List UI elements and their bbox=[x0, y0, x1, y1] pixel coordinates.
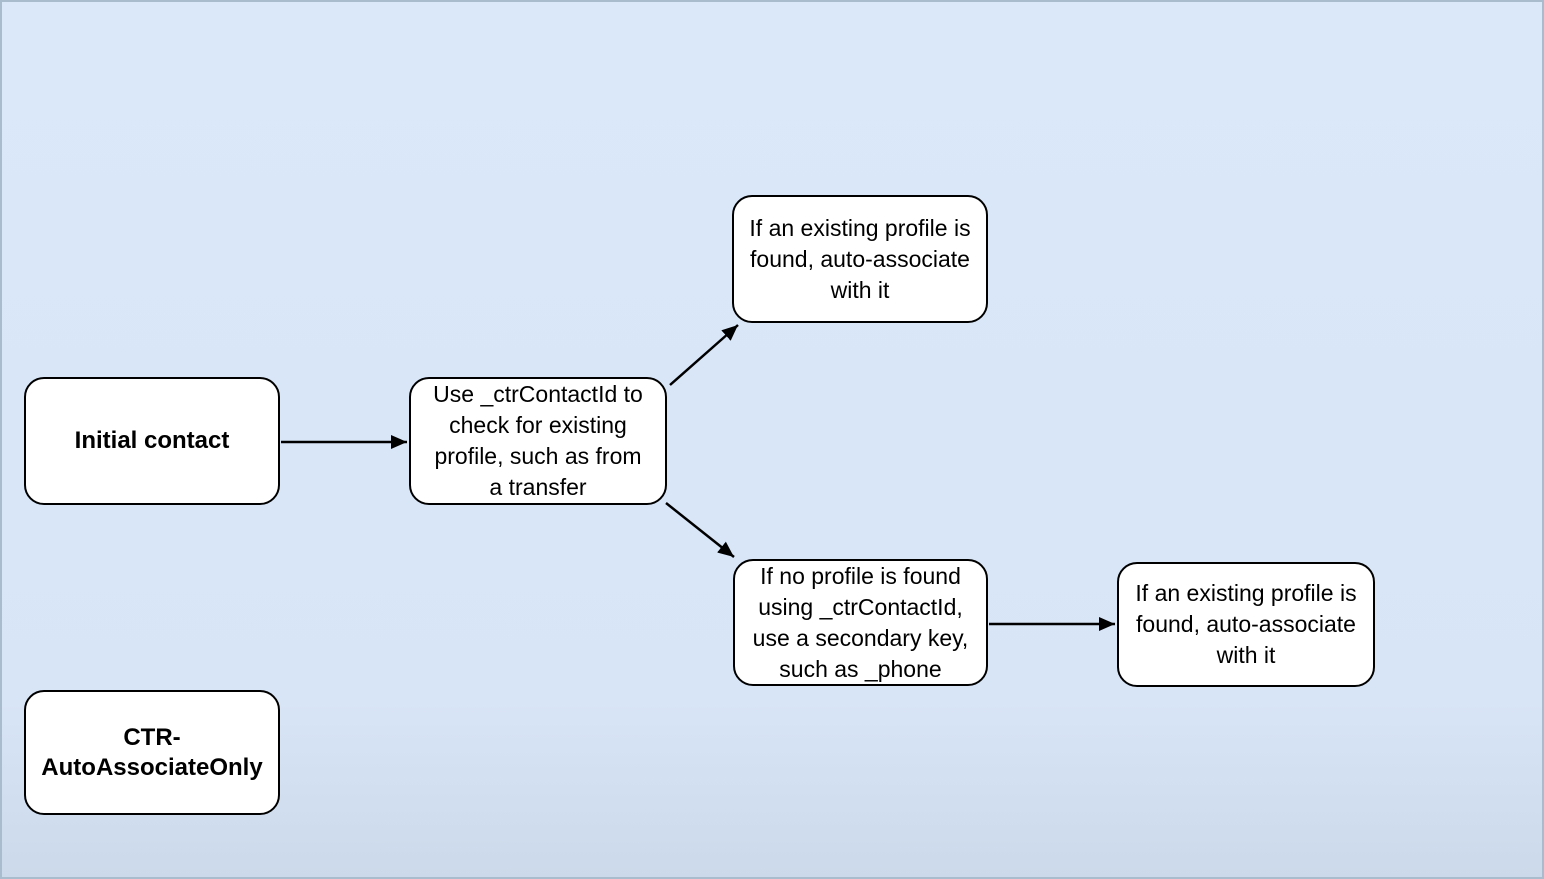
node-profile-found-auto-associate-right: If an existing profile is found, auto-as… bbox=[1117, 562, 1375, 687]
node-no-profile-secondary-key: If no profile is found using _ctrContact… bbox=[733, 559, 988, 686]
node-profile-found-auto-associate-top: If an existing profile is found, auto-as… bbox=[732, 195, 988, 323]
node-ctr-autoassociateonly-label: CTR- AutoAssociateOnly bbox=[24, 690, 280, 815]
arrow-check-to-secondary-key bbox=[665, 502, 735, 558]
node-use-ctrcontactid: Use _ctrContactId to check for existing … bbox=[409, 377, 667, 505]
node-initial-contact: Initial contact bbox=[24, 377, 280, 505]
arrow-check-to-profile-found-top bbox=[669, 324, 739, 386]
